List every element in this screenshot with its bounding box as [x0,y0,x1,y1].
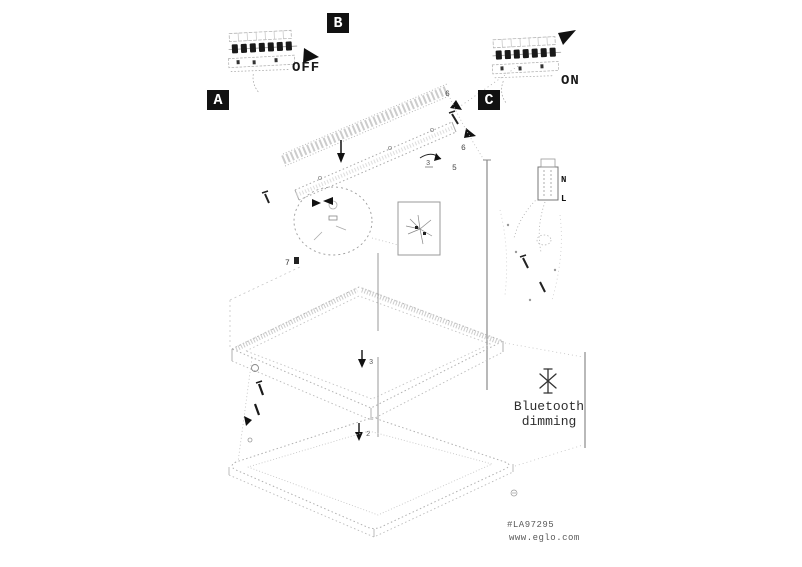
screw-refs-c: 6 6 [445,90,485,161]
breaker-panel-off [227,29,298,94]
step-label-c: C [478,90,500,110]
canopy [293,186,373,256]
power-off-label: OFF [292,60,321,76]
svg-text:3: 3 [426,160,430,168]
arrow-icon-screw-top [450,100,462,110]
step-label-a: A [207,90,229,110]
arrow-icon-down-diffuser: 2 [355,423,370,441]
breaker-switches-row [231,41,293,54]
breaker-switches-row [495,47,556,60]
power-on-label: ON [561,73,580,89]
mounting-rail [294,121,457,201]
part-ref-3: 3 [369,359,373,367]
wire-detail-box [371,201,441,256]
part-ref-6: 6 [461,144,466,153]
terminal-label-live: L [561,194,566,204]
registered-mark [510,489,518,497]
step-label-b: B [327,13,349,33]
arrow-icon-canopy-left [312,199,321,207]
part-ref-6: 6 [445,90,450,99]
arrow-icon-canopy-right [323,197,333,205]
housing-frame [229,266,505,421]
section-c-detail: N L [483,158,566,390]
part-ref-7: 7 [285,259,290,268]
arrow-icon-down-housing: 3 [358,350,373,368]
bluetooth-icon [539,368,557,394]
ceiling-hatch [281,83,450,167]
arrow-icon-screw-bottom [464,128,476,138]
screw-left-canopy [261,190,270,204]
left-screw-parts [237,357,265,463]
arrow-icon-down-rail [337,140,345,163]
website-url: www.eglo.com [509,533,580,543]
part-ref-2: 2 [366,431,370,439]
arrow-icon-off [303,48,319,63]
torque-note: 3 5 [419,153,457,173]
bluetooth-callout: Bluetooth dimming [506,399,592,429]
breaker-panel-on [491,36,562,104]
terminal-label-neutral: N [561,175,566,185]
arrow-icon-screw-left [244,416,252,426]
arrow-icon-on [558,30,576,45]
part-ref-7-group: 7 [285,257,299,268]
bluetooth-callout-line2: dimming [521,414,577,429]
bluetooth-callout-line1: Bluetooth [513,399,585,414]
part-ref-5: 5 [452,164,457,173]
document-number: #LA97295 [507,520,555,530]
diffuser-panel [228,417,514,538]
